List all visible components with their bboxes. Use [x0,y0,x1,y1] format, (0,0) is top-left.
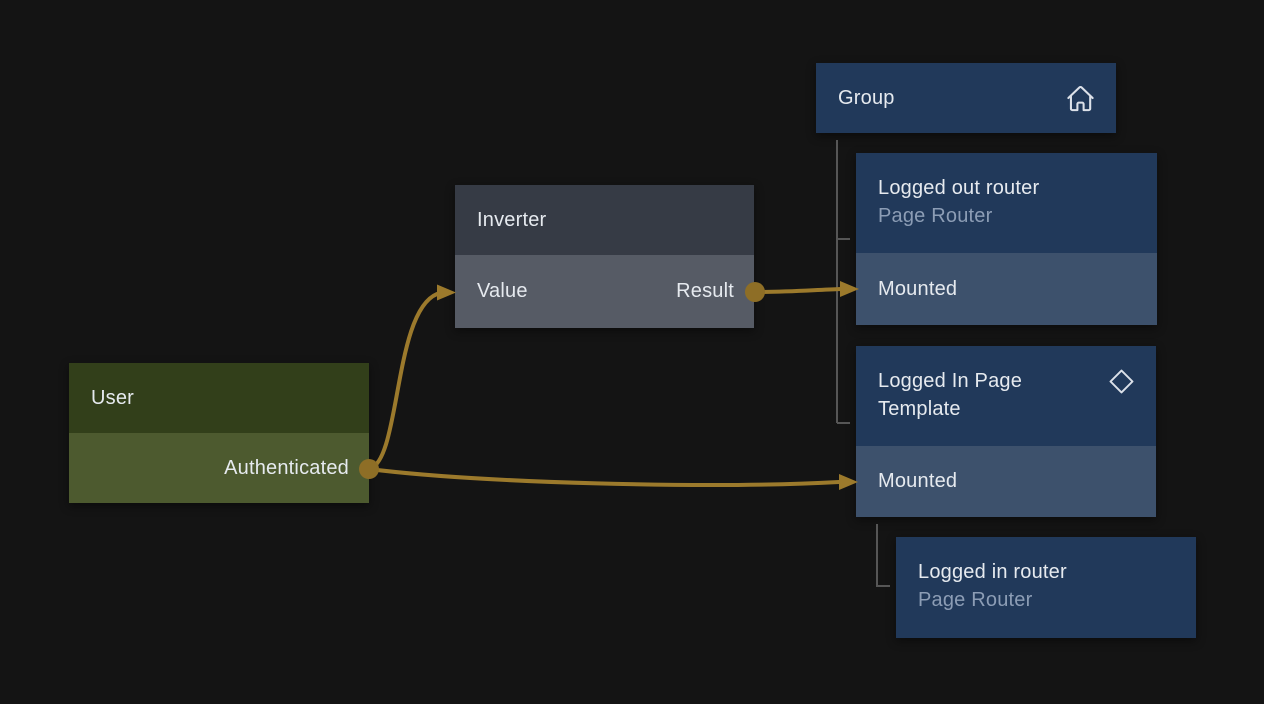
port-row-mounted-logged-out[interactable]: Mounted [856,253,1157,325]
port-row-value-result[interactable]: Value Result [455,255,754,328]
node-logged-in-page-template-header: Logged In Page Template [856,346,1156,446]
node-inverter-title: Inverter [477,209,547,231]
port-label-authenticated: Authenticated [224,456,349,479]
diamond-icon [1109,369,1134,394]
wire-authenticated-to-mounted-template[interactable] [367,467,841,487]
port-row-mounted-template[interactable]: Mounted [856,446,1156,517]
node-inverter[interactable]: Inverter Value Result [455,185,754,328]
hierarchy-line-template-child [876,524,890,587]
wire-authenticated-to-value[interactable] [367,292,439,471]
node-logged-in-router[interactable]: Logged in router Page Router [896,537,1196,638]
node-group[interactable]: Group [816,63,1116,133]
node-logged-out-router-subtitle: Page Router [878,205,993,227]
node-logged-in-router-subtitle: Page Router [918,589,1033,611]
node-logged-in-router-title: Logged in router [918,561,1067,583]
port-label-mounted: Mounted [878,277,958,300]
node-user-title: User [91,387,135,409]
wire-result-to-mounted-logged-out[interactable] [753,287,843,294]
port-label-mounted: Mounted [878,470,958,492]
node-logged-in-page-template[interactable]: Logged In Page Template Mounted [856,346,1156,517]
node-logged-out-router[interactable]: Logged out router Page Router Mounted [856,153,1157,325]
node-group-header: Group [816,63,1116,133]
home-icon [1067,85,1094,111]
node-logged-in-router-header: Logged in router Page Router [896,537,1196,638]
node-logged-out-router-title: Logged out router [878,177,1040,199]
node-logged-in-router-titles: Logged in router Page Router [918,558,1067,615]
hierarchy-line-group-children [836,140,850,424]
port-label-value: Value [477,280,528,302]
node-logged-in-page-template-title: Logged In Page Template [878,370,1023,420]
node-user-header: User [69,363,369,433]
node-logged-out-router-header: Logged out router Page Router [856,153,1157,253]
node-inverter-header: Inverter [455,185,754,255]
node-user[interactable]: User Authenticated [69,363,369,503]
port-label-result: Result [676,280,734,302]
wire-arrowhead-value-input [437,284,456,301]
port-row-authenticated[interactable]: Authenticated [69,433,369,503]
node-logged-out-router-titles: Logged out router Page Router [878,174,1039,231]
node-group-title: Group [838,87,895,109]
